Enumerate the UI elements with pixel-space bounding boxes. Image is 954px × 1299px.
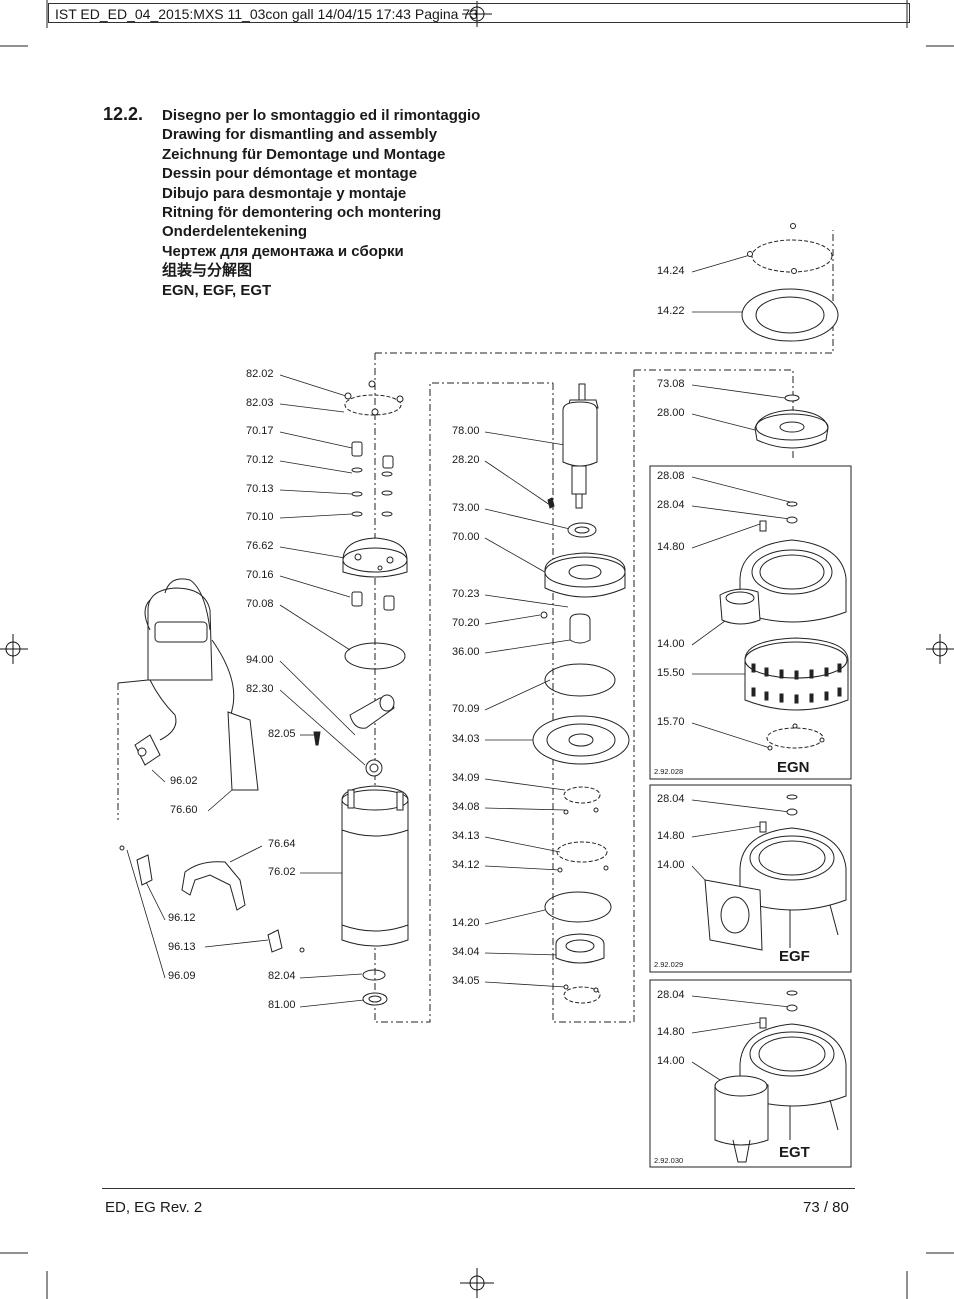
part-label: 96.02 (170, 775, 198, 787)
part-label: 70.17 (246, 425, 274, 437)
part-label: 82.30 (246, 683, 274, 695)
part-label: 14.80 (657, 1026, 685, 1038)
title-en: Drawing for dismantling and assembly (162, 126, 438, 144)
part-label: 14.80 (657, 830, 685, 842)
part-label: 70.20 (452, 617, 480, 629)
section-number: 12.2. (103, 104, 144, 124)
part-label: 70.08 (246, 598, 274, 610)
part-label: 28.04 (657, 499, 685, 511)
footer-revision: ED, EG Rev. 2 (105, 1199, 203, 1216)
section-titles: Disegno per lo smontaggio ed il rimontag… (162, 106, 480, 300)
title-de: Zeichnung für Demontage und Montage (162, 145, 446, 163)
part-label: 70.23 (452, 588, 480, 600)
part-label: 28.04 (657, 989, 685, 1001)
title-sv: Ritning för demontering och montering (162, 204, 442, 222)
part-label: 70.12 (246, 454, 274, 466)
title-models: EGN, EGF, EGT (162, 281, 272, 299)
part-label: 14.00 (657, 859, 685, 871)
part-label: 14.22 (657, 305, 685, 317)
part-label: 96.09 (168, 970, 196, 982)
part-label: 73.00 (452, 502, 480, 514)
part-label: 70.09 (452, 703, 480, 715)
title-zh: 组装与分解图 (162, 262, 253, 280)
part-label: 34.08 (452, 801, 480, 813)
part-label: 70.10 (246, 511, 274, 523)
part-label: 70.13 (246, 483, 274, 495)
title-ru: Чертеж для демонтажа и сборки (162, 242, 404, 260)
part-label: 28.08 (657, 470, 685, 482)
part-label: 76.02 (268, 866, 296, 878)
part-label: 14.24 (657, 265, 685, 277)
part-label: 78.00 (452, 425, 480, 437)
part-label: 14.20 (452, 917, 480, 929)
part-label: 34.12 (452, 859, 480, 871)
part-label: 76.62 (246, 540, 274, 552)
part-label: 81.00 (268, 999, 296, 1011)
part-label: 76.60 (170, 804, 198, 816)
part-label: 82.04 (268, 970, 296, 982)
part-label: 34.09 (452, 772, 480, 784)
title-it: Disegno per lo smontaggio ed il rimontag… (162, 107, 481, 124)
part-label: 82.05 (268, 728, 296, 740)
part-label: 70.00 (452, 531, 480, 543)
part-label: 34.03 (452, 733, 480, 745)
part-label: 76.64 (268, 838, 296, 850)
part-label: 82.03 (246, 397, 274, 409)
part-label: 96.12 (168, 912, 196, 924)
title-es: Dibujo para desmontaje y montaje (162, 184, 407, 202)
footer-rule (102, 1188, 855, 1189)
part-label: 96.13 (168, 941, 196, 953)
part-label: 28.00 (657, 407, 685, 419)
part-label: 82.02 (246, 368, 274, 380)
variant-name: EGT (779, 1144, 810, 1161)
part-label: 28.04 (657, 793, 685, 805)
part-label: 34.04 (452, 946, 480, 958)
part-label: 15.50 (657, 667, 685, 679)
part-label: 34.13 (452, 830, 480, 842)
part-label: 14.80 (657, 541, 685, 553)
part-label: 36.00 (452, 646, 480, 658)
print-slug: IST ED_ED_04_2015:MXS 11_03con gall 14/0… (48, 3, 910, 23)
page-number: 73 / 80 (803, 1199, 849, 1216)
figure-code: 2.92.029 (654, 960, 684, 969)
variant-name: EGN (777, 759, 810, 776)
part-label: 94.00 (246, 654, 274, 666)
figure-code: 2.92.030 (654, 1156, 684, 1165)
figure-code: 2.92.028 (654, 767, 684, 776)
part-label: 73.08 (657, 378, 685, 390)
part-label: 14.00 (657, 1055, 685, 1067)
part-label: 70.16 (246, 569, 274, 581)
part-label: 28.20 (452, 454, 480, 466)
title-fr: Dessin pour démontage et montage (162, 165, 418, 183)
part-label: 15.70 (657, 716, 685, 728)
variant-name: EGF (779, 948, 810, 965)
part-label: 34.05 (452, 975, 480, 987)
part-label: 14.00 (657, 638, 685, 650)
title-nl: Onderdelentekening (162, 223, 308, 241)
